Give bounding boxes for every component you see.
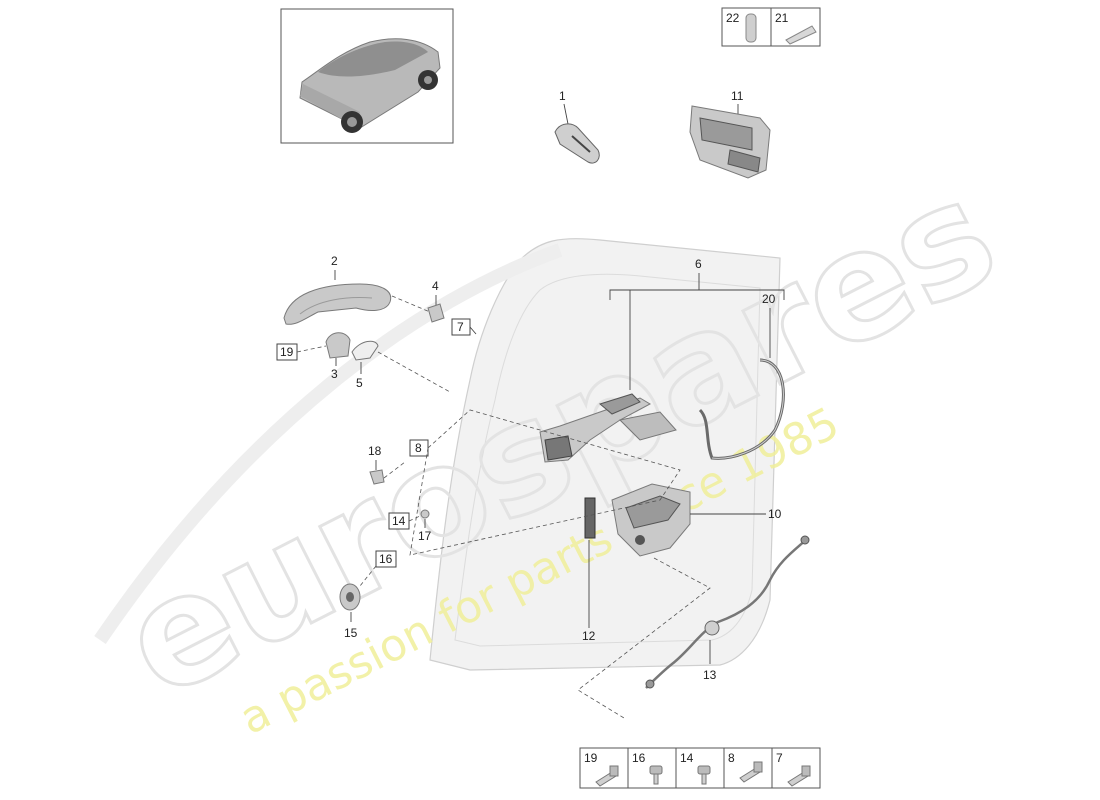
legend-bottom-item: 7 <box>776 751 783 765</box>
callout-16-boxed: 16 <box>359 550 397 587</box>
callout-1: 1 <box>559 89 566 103</box>
legend-top: 22 21 <box>721 7 821 47</box>
part-15-pivot: 15 <box>339 583 361 640</box>
callout-7: 7 <box>457 320 464 334</box>
callout-20: 20 <box>762 292 776 306</box>
callout-18: 18 <box>368 444 382 458</box>
callout-3: 3 <box>331 367 338 381</box>
part-1-remote-key: 1 <box>554 89 600 164</box>
callout-8-boxed: 8 <box>409 409 681 556</box>
part-12-seal: 12 <box>582 497 596 643</box>
vehicle-thumbnail <box>280 8 454 144</box>
callout-16: 16 <box>379 552 393 566</box>
legend-bottom-item: 8 <box>728 751 735 765</box>
suv-thumbnail-icon <box>299 38 441 133</box>
callout-5: 5 <box>356 376 363 390</box>
part-3-bracket: 3 <box>325 332 351 381</box>
callout-14-boxed: 14 <box>388 512 421 530</box>
part-11-control-unit: 11 <box>689 89 771 179</box>
legend-bottom-item: 14 <box>680 751 694 765</box>
part-5-trim: 5 <box>351 340 451 393</box>
callout-10: 10 <box>768 507 782 521</box>
callout-2: 2 <box>331 254 338 268</box>
callout-6: 6 <box>695 257 702 271</box>
screw-icon <box>739 761 763 783</box>
part-17-screw: 17 <box>418 509 432 543</box>
legend-top-item: 21 <box>775 11 789 25</box>
screw-icon <box>787 765 811 787</box>
part-2-door-handle: 2 <box>283 254 392 325</box>
bowden-cable-icon <box>645 537 809 689</box>
legend-bottom: 19 16 14 8 7 <box>579 747 821 789</box>
part-10-door-lock: 10 <box>611 483 782 557</box>
callout-19: 19 <box>280 345 294 359</box>
part-18-cap: 18 <box>368 444 406 485</box>
screw-icon <box>649 765 663 785</box>
part-20-cable <box>698 358 785 460</box>
grease-tube-icon <box>745 13 757 43</box>
callout-4: 4 <box>432 279 439 293</box>
lock-mechanism <box>539 393 677 463</box>
callout-14: 14 <box>392 514 406 528</box>
part-6-lock-assembly-group: 6 20 <box>609 257 785 390</box>
callout-7-boxed: 7 <box>451 318 477 336</box>
callout-8: 8 <box>415 441 422 455</box>
legend-bottom-item: 16 <box>632 751 646 765</box>
legend-top-item: 22 <box>726 11 740 25</box>
screw-icon <box>595 765 619 787</box>
sealant-tube-icon <box>785 25 817 45</box>
callout-12: 12 <box>582 629 596 643</box>
door-handle-icon <box>283 283 392 325</box>
part-13-bowden-cable: 13 <box>577 535 810 719</box>
door-ghost <box>94 238 781 671</box>
callout-15: 15 <box>344 626 358 640</box>
part-4-clip: 4 <box>391 279 445 323</box>
legend-bottom-item: 19 <box>584 751 598 765</box>
screw-icon <box>697 765 711 785</box>
callout-11: 11 <box>731 89 744 103</box>
callout-19-boxed: 19 <box>276 343 327 361</box>
callout-13: 13 <box>703 668 717 682</box>
callout-17: 17 <box>418 529 432 543</box>
